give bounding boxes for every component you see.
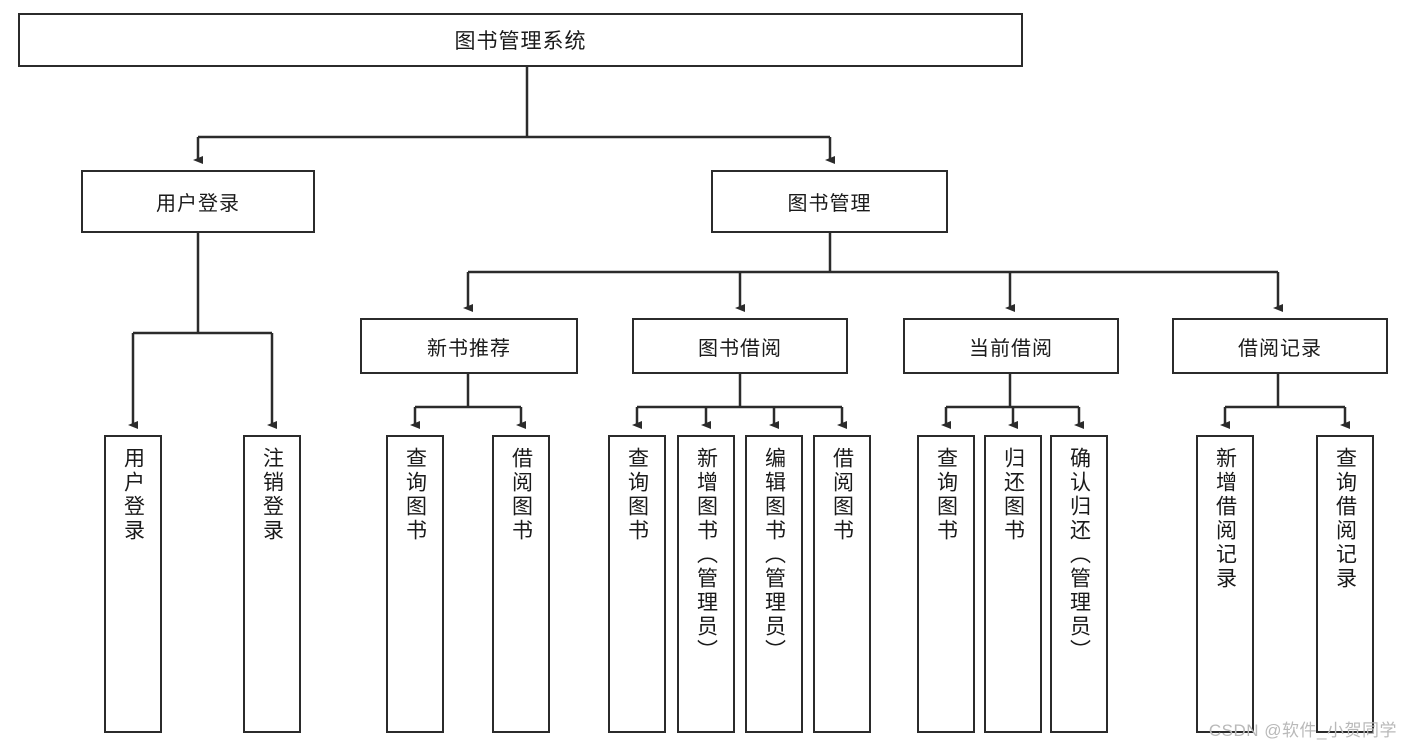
node-leaf-return-book-label: 归还图书 [1001,447,1025,543]
node-leaf-edit-book-admin-label: 编辑图书（管理员） [762,447,786,663]
node-leaf-confirm-return-admin-label: 确认归还（管理员） [1067,447,1091,663]
node-root-system[interactable]: 图书管理系统 [18,13,1023,67]
node-new-book-recommend[interactable]: 新书推荐 [360,318,578,374]
node-leaf-query-book-borrow[interactable]: 查询图书 [608,435,666,733]
node-borrow-record[interactable]: 借阅记录 [1172,318,1388,374]
node-book-borrow-label: 图书借阅 [698,337,782,360]
node-user-login[interactable]: 用户登录 [81,170,315,233]
node-leaf-query-borrow-record-label: 查询借阅记录 [1333,447,1357,591]
node-leaf-add-borrow-record-label: 新增借阅记录 [1213,447,1237,591]
node-leaf-edit-book-admin[interactable]: 编辑图书（管理员） [745,435,803,733]
node-leaf-borrow-book-recommend[interactable]: 借阅图书 [492,435,550,733]
node-root-system-label: 图书管理系统 [454,30,587,53]
node-leaf-add-book-admin-label: 新增图书（管理员） [694,447,718,663]
node-leaf-query-book-recommend-label: 查询图书 [403,447,427,543]
node-leaf-borrow-book-label: 借阅图书 [830,447,854,543]
csdn-watermark: CSDN @软件_小贺同学 [1208,721,1397,740]
node-leaf-query-book-current[interactable]: 查询图书 [917,435,975,733]
node-leaf-borrow-book-recommend-label: 借阅图书 [509,447,533,543]
node-user-login-label: 用户登录 [156,193,240,215]
node-borrow-record-label: 借阅记录 [1238,337,1322,360]
node-book-management-label: 图书管理 [787,193,872,215]
node-leaf-query-borrow-record[interactable]: 查询借阅记录 [1316,435,1374,733]
node-leaf-add-borrow-record[interactable]: 新增借阅记录 [1196,435,1254,733]
node-leaf-user-login[interactable]: 用户登录 [104,435,162,733]
node-leaf-user-logout[interactable]: 注销登录 [243,435,301,733]
node-leaf-borrow-book[interactable]: 借阅图书 [813,435,871,733]
node-book-borrow[interactable]: 图书借阅 [632,318,848,374]
node-current-borrow[interactable]: 当前借阅 [903,318,1119,374]
node-book-management[interactable]: 图书管理 [711,170,948,233]
node-leaf-user-logout-label: 注销登录 [260,447,284,543]
node-current-borrow-label: 当前借阅 [969,337,1053,360]
node-leaf-user-login-label: 用户登录 [121,447,145,543]
node-leaf-confirm-return-admin[interactable]: 确认归还（管理员） [1050,435,1108,733]
node-leaf-add-book-admin[interactable]: 新增图书（管理员） [677,435,735,733]
node-leaf-query-book-current-label: 查询图书 [934,447,958,543]
node-leaf-query-book-recommend[interactable]: 查询图书 [386,435,444,733]
node-leaf-return-book[interactable]: 归还图书 [984,435,1042,733]
node-new-book-recommend-label: 新书推荐 [427,337,511,360]
node-leaf-query-book-borrow-label: 查询图书 [625,447,649,543]
